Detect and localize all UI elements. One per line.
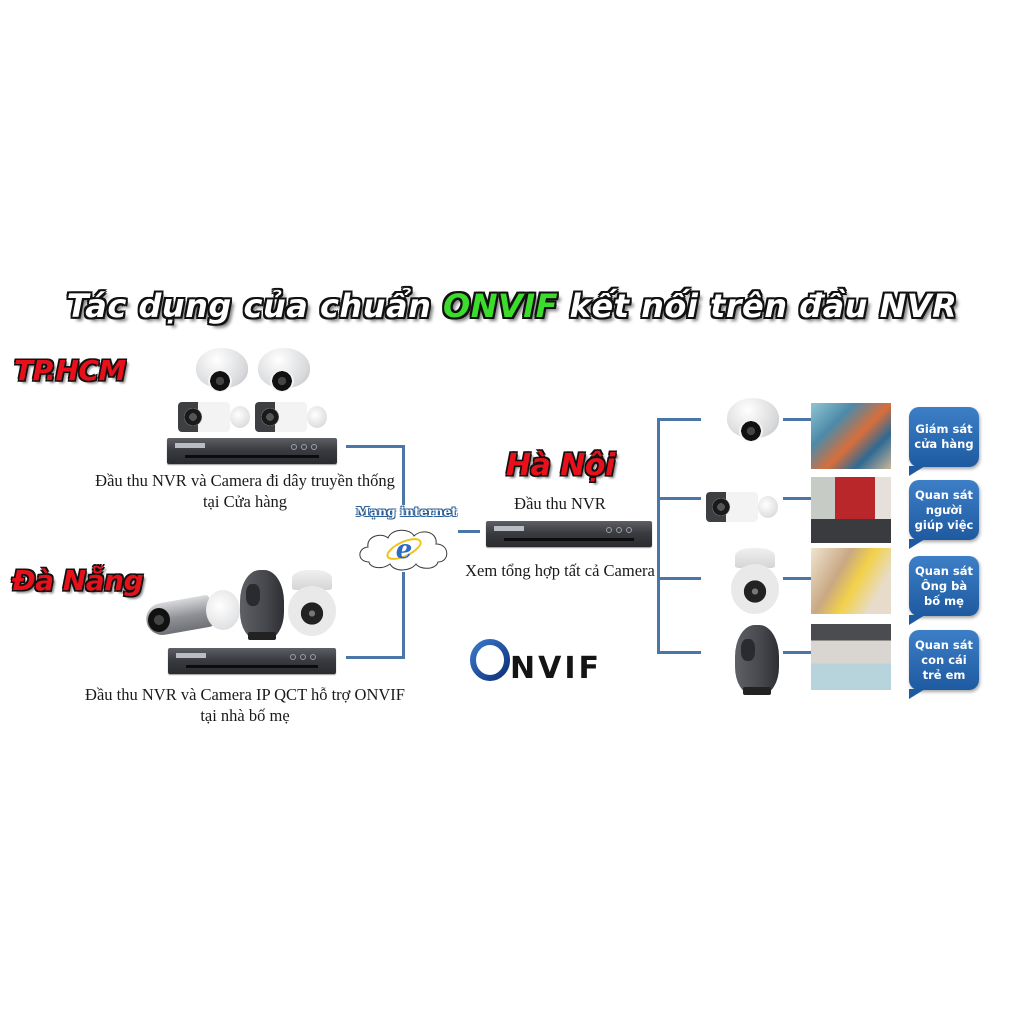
hcm-caption-line2: tại Cửa hàng [202, 492, 288, 511]
store-view-photo [811, 403, 891, 469]
bullet-camera-icon [178, 398, 250, 436]
hcm-caption: Đầu thu NVR và Camera đi dây truyền thốn… [80, 470, 410, 512]
speech-bubble: Quan sát con cái trẻ em [909, 630, 979, 699]
connector-line [402, 572, 405, 659]
ptz-camera-icon [288, 570, 336, 638]
connector-line [783, 418, 811, 421]
onvif-logo-text: NVIF [510, 651, 602, 686]
grandparents-view-photo [811, 548, 891, 614]
connector-line [657, 418, 660, 654]
children-view-photo [811, 624, 891, 690]
title-suffix: kết nối trên đầu NVR [558, 287, 958, 325]
hanoi-caption: Xem tổng hợp tất cả Camera [465, 561, 655, 580]
connector-line [402, 445, 405, 505]
kitchen-view-photo [811, 477, 891, 543]
connector-line [346, 656, 405, 659]
nvr-recorder-icon [168, 648, 336, 674]
city-label-hanoi: Hà Nội [506, 448, 615, 483]
title-accent-onvif: ONVIF [443, 287, 559, 325]
hanoi-nvr-recorder-icon [486, 521, 652, 547]
internet-cloud-icon: e [359, 529, 448, 571]
dome-camera-icon [727, 398, 779, 446]
danang-caption: Đầu thu NVR và Camera IP QCT hỗ trợ ONVI… [70, 684, 420, 726]
speech-bubble: Giám sát cửa hàng [909, 407, 979, 476]
bullet-camera-icon [255, 398, 327, 436]
danang-caption-line1: Đầu thu NVR và Camera IP QCT hỗ trợ ONVI… [85, 685, 405, 704]
indoor-camera-icon [735, 625, 779, 695]
connector-line [783, 651, 811, 654]
title-prefix: Tác dụng của chuẩn [66, 287, 443, 325]
indoor-camera-icon [240, 570, 284, 640]
connector-line [783, 497, 811, 500]
onvif-logo: NVIF [470, 639, 602, 686]
city-label-hcm: TP.HCM [14, 354, 126, 387]
speech-bubble: Quan sát người giúp việc [909, 480, 979, 549]
city-label-danang: Đà Nẵng [12, 564, 144, 597]
connector-line [783, 577, 811, 580]
connector-line [458, 530, 480, 533]
hcm-caption-line1: Đầu thu NVR và Camera đi dây truyền thốn… [95, 471, 395, 490]
internet-explorer-icon: e [396, 535, 413, 565]
speech-bubble: Quan sát Ông bà bố mẹ [909, 556, 979, 625]
nvr-recorder-icon [167, 438, 337, 464]
connector-line [346, 445, 405, 448]
ptz-camera-icon [731, 548, 779, 616]
dome-camera-icon [196, 348, 248, 396]
danang-caption-line2: tại nhà bố mẹ [200, 706, 290, 725]
connector-line [657, 577, 701, 580]
bullet-camera-icon [706, 488, 778, 526]
connector-line [657, 418, 701, 421]
internet-label: Mạng internet [356, 504, 458, 519]
outdoor-bullet-camera-icon [143, 590, 240, 638]
connector-line [657, 497, 701, 500]
dome-camera-icon [258, 348, 310, 396]
hanoi-nvr-label: Đầu thu NVR [514, 494, 606, 513]
connector-line [657, 651, 701, 654]
diagram-title: Tác dụng của chuẩn ONVIF kết nối trên đầ… [0, 287, 1024, 325]
